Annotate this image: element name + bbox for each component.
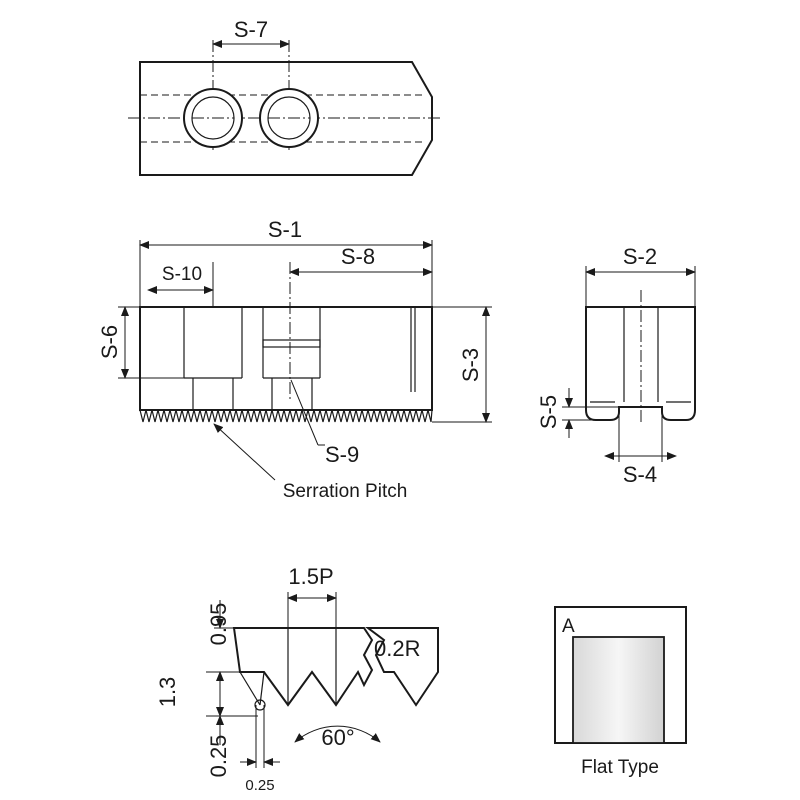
side-view-outline (585, 306, 696, 421)
serration-profile-break (365, 627, 439, 707)
label-s2: S-2 (623, 244, 657, 269)
counterbore-left (183, 307, 243, 410)
label-s3: S-3 (458, 348, 483, 382)
label-1-3: 1.3 (155, 677, 180, 708)
flat-type-detail: A Flat Type (554, 606, 687, 778)
counterbore-right (262, 307, 321, 410)
label-0-2r: 0.2R (374, 636, 420, 661)
label-s9: S-9 (325, 442, 359, 467)
label-s7: S-7 (234, 17, 268, 42)
label-s4: S-4 (623, 462, 657, 487)
label-0-25-horizontal: 0.25 (245, 777, 274, 794)
flat-type-inner (572, 636, 665, 744)
top-view: S-7 (128, 17, 440, 176)
label-0-95: 0.95 (206, 603, 231, 646)
label-60-deg: 60° (321, 725, 354, 750)
front-view-body (139, 306, 433, 411)
side-view: S-2 S-4 S-5 (536, 244, 696, 487)
label-1-5p: 1.5P (288, 564, 333, 589)
label-flat-type: Flat Type (581, 757, 659, 778)
serration-detail: 1.5P 0.2R 60° 0.95 1.3 0.25 0.25 (155, 564, 439, 794)
label-s5: S-5 (536, 395, 561, 429)
label-serration-pitch: Serration Pitch (283, 481, 408, 502)
front-view: S-1 S-8 S-10 S-6 S-3 S-9 Serration Pitch (97, 217, 492, 502)
label-s6: S-6 (97, 325, 122, 359)
serration-teeth (139, 409, 433, 423)
label-0-25-vertical: 0.25 (206, 735, 231, 778)
label-s10: S-10 (162, 264, 202, 285)
label-s8: S-8 (341, 244, 375, 269)
label-flat-a: A (562, 616, 575, 637)
label-s1: S-1 (268, 217, 302, 242)
serration-profile (232, 627, 374, 707)
